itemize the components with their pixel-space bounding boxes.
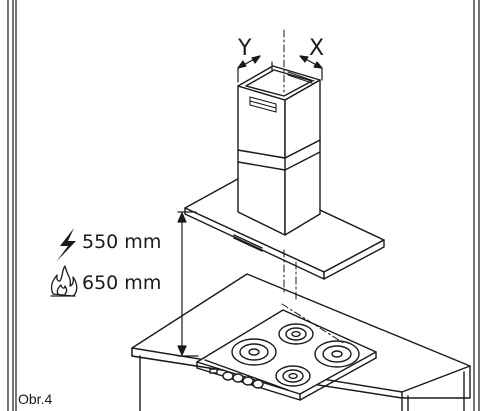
- hotplate: [275, 365, 311, 387]
- cooktop: [196, 309, 377, 401]
- gas-distance-label: 650 mm: [82, 272, 162, 294]
- figure-caption: Obr.4: [18, 391, 53, 407]
- xy-dimension-arrows: [237, 55, 323, 83]
- hotplate: [314, 340, 360, 368]
- hotplate: [278, 323, 314, 345]
- hotplate: [231, 338, 277, 366]
- electric-distance-label: 550 mm: [82, 231, 162, 253]
- distance-arrow: [177, 211, 199, 357]
- lightning-bolt-icon: [56, 228, 76, 262]
- flame-icon: [50, 265, 78, 297]
- center-axis: [281, 29, 346, 345]
- hood-chimney: [237, 65, 321, 236]
- control-knobs: [209, 368, 264, 389]
- page-frame: [7, 0, 480, 411]
- axis-y-label: Y: [238, 36, 252, 61]
- vent-slots: [249, 71, 315, 113]
- axis-x-label: X: [309, 36, 325, 61]
